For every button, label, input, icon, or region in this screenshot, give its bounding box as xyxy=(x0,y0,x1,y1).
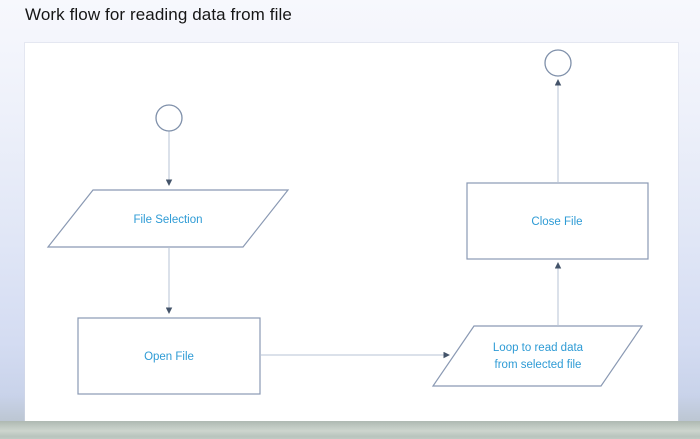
open-file-rectangle xyxy=(77,317,261,395)
footer-strip xyxy=(0,421,700,439)
loop-read-data-parallelogram xyxy=(431,325,644,387)
start-terminator-circle xyxy=(155,104,183,132)
file-selection-label: File Selection xyxy=(133,214,202,226)
end-terminator-circle xyxy=(544,49,572,77)
loop-read-data-label-line1: Loop to read data xyxy=(493,342,584,354)
page-title: Work flow for reading data from file xyxy=(25,5,292,24)
close-file-label: Close File xyxy=(531,216,582,228)
loop-read-data-label-line2: from selected file xyxy=(495,359,582,371)
open-file-label: Open File xyxy=(144,351,194,363)
file-selection-parallelogram xyxy=(46,189,290,248)
close-file-rectangle xyxy=(466,182,649,260)
